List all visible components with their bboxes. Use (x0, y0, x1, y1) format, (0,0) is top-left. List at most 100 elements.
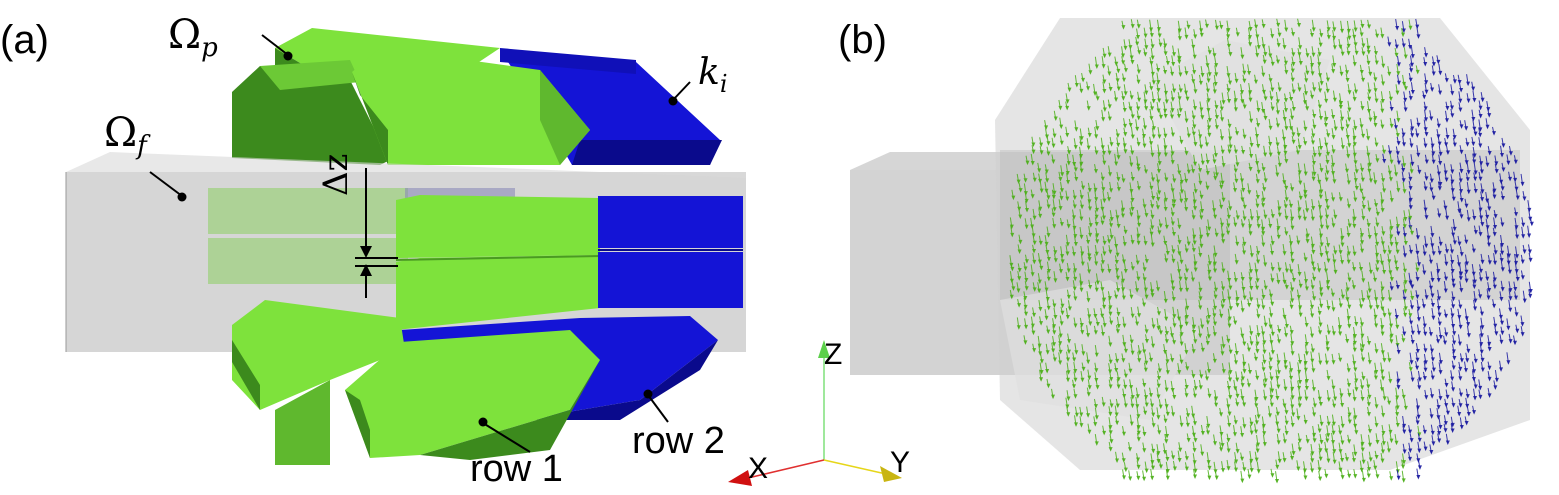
field-arrow-head (1303, 194, 1308, 200)
field-arrow-head (1130, 24, 1135, 29)
field-arrow-head (1107, 296, 1112, 301)
field-arrow-head (1319, 287, 1324, 292)
field-arrow-head (1247, 383, 1252, 388)
field-arrow-head (1353, 367, 1358, 373)
field-arrow-head (1389, 277, 1394, 282)
field-arrow-head (1324, 177, 1329, 183)
field-arrow-head (1163, 418, 1168, 424)
field-arrow-head (1319, 303, 1324, 309)
field-arrow-head (1191, 169, 1196, 174)
field-arrow-head (1205, 340, 1210, 346)
field-arrow-head (1044, 188, 1049, 194)
field-arrow-head (1226, 466, 1231, 471)
field-arrow-head (1242, 104, 1247, 110)
field-arrow-head (1290, 225, 1295, 231)
field-arrow-head (1380, 124, 1385, 130)
field-arrow-head (1367, 340, 1372, 346)
field-arrow-head (1444, 403, 1449, 408)
field-arrow-head (1184, 456, 1189, 461)
field-arrow-head (1255, 195, 1260, 200)
field-arrow-head (1415, 133, 1420, 138)
field-arrow-head (1149, 86, 1154, 91)
field-arrow-head (1130, 395, 1135, 400)
field-arrow-head (1465, 177, 1470, 182)
field-arrow-head (1528, 289, 1533, 294)
field-arrow-head (1431, 367, 1436, 373)
field-arrow-head (1256, 414, 1261, 420)
field-arrow-head (1046, 276, 1051, 282)
field-arrow-head (1192, 324, 1197, 330)
field-arrow-head (1144, 90, 1149, 96)
field-arrow-head (1402, 142, 1407, 147)
field-arrow-head (1248, 231, 1253, 236)
field-arrow-head (1472, 410, 1477, 415)
field-arrow-head (1094, 441, 1099, 446)
field-arrow-head (1451, 349, 1456, 354)
field-arrow-head (1031, 330, 1036, 336)
field-arrow-head (1248, 269, 1253, 274)
field-arrow-head (1191, 44, 1196, 50)
field-arrow-head (1479, 349, 1484, 355)
field-arrow-head (1319, 252, 1324, 258)
field-arrow-head (1347, 473, 1352, 479)
field-arrow-head (1228, 395, 1233, 400)
field-arrow-head (1269, 96, 1274, 101)
field-arrow-head (1242, 467, 1247, 472)
field-arrow-head (1298, 283, 1303, 289)
field-arrow-head (1465, 403, 1470, 409)
field-arrow-head (1325, 88, 1330, 94)
field-arrow-head (1234, 467, 1239, 473)
field-arrow-head (1107, 150, 1112, 156)
field-arrow-head (1233, 168, 1238, 174)
field-arrow-head (1388, 177, 1393, 182)
field-arrow-head (1381, 441, 1386, 446)
field-arrow-head (1170, 212, 1175, 217)
field-arrow-head (1066, 357, 1071, 363)
field-arrow-head (1046, 151, 1051, 157)
field-arrow-head (1310, 71, 1315, 76)
field-arrow-head (1429, 332, 1434, 337)
field-arrow-head (1157, 430, 1162, 435)
field-arrow-head (1492, 131, 1497, 136)
field-arrow-head (1164, 177, 1169, 182)
field-arrow-head (1380, 208, 1385, 213)
field-arrow-head (1093, 422, 1098, 427)
field-arrow-head (1408, 176, 1413, 182)
field-arrow-head (1520, 332, 1525, 337)
field-arrow-head (1073, 296, 1078, 302)
field-arrow-head (1114, 161, 1119, 167)
field-arrow-head (1149, 185, 1154, 191)
field-arrow-head (1276, 151, 1281, 157)
field-arrow-head (1471, 141, 1476, 147)
field-arrow-head (1459, 149, 1464, 155)
field-arrow-head (1072, 204, 1077, 210)
field-arrow-head (1226, 214, 1231, 220)
field-arrow-head (1233, 98, 1238, 103)
field-arrow-head (1102, 323, 1107, 328)
field-arrow-head (1499, 367, 1504, 372)
field-arrow-head (1396, 71, 1401, 76)
field-arrow-head (1018, 239, 1023, 245)
field-arrow-head (1179, 139, 1184, 145)
field-arrow-head (1086, 359, 1091, 365)
field-arrow-head (1032, 215, 1037, 221)
field-arrow-head (1290, 423, 1295, 428)
field-arrow-head (1207, 118, 1212, 123)
field-arrow-head (1039, 150, 1044, 155)
field-arrow-head (1086, 106, 1091, 111)
field-arrow-head (1150, 55, 1155, 61)
field-arrow-head (1219, 447, 1224, 452)
field-arrow-head (1324, 98, 1329, 104)
field-arrow-head (1254, 24, 1259, 30)
field-arrow-head (1471, 248, 1476, 254)
field-arrow-head (1108, 311, 1113, 317)
field-arrow-head (1101, 151, 1106, 156)
field-arrow-head (1438, 90, 1443, 96)
field-arrow-head (1219, 431, 1224, 437)
field-arrow-head (1389, 234, 1394, 240)
field-arrow-head (1480, 97, 1485, 103)
field-arrow-head (1268, 413, 1273, 418)
field-arrow-head (1492, 194, 1497, 200)
field-arrow-head (1275, 376, 1280, 381)
field-arrow-head (1268, 78, 1273, 83)
